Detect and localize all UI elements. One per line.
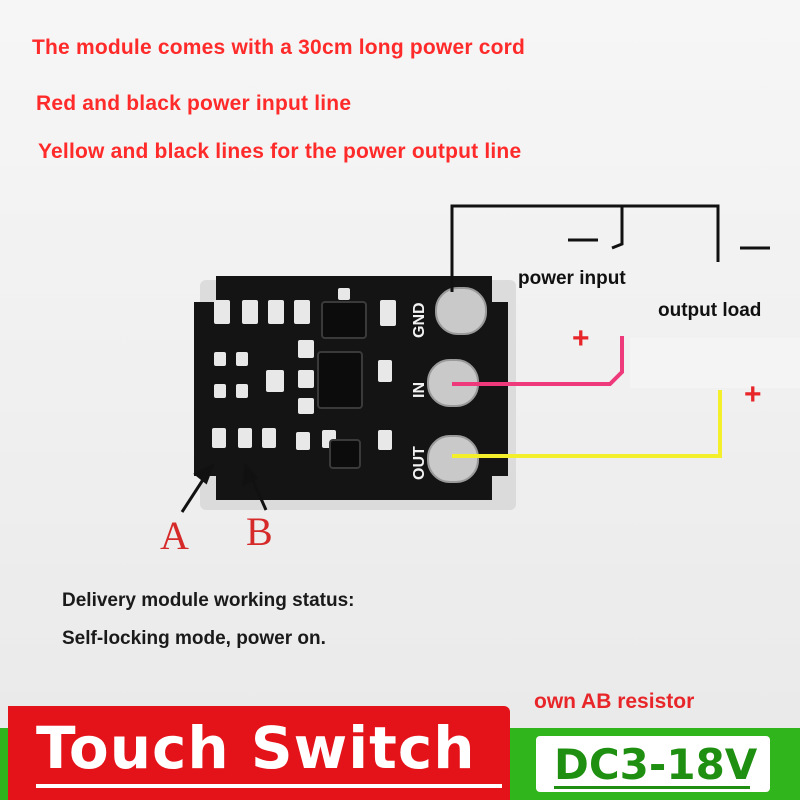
pointer-arrows [180,462,268,513]
note-line-2: Red and black power input line [36,92,352,115]
power-input-label: power input [518,268,626,289]
pad-label-out: OUT [411,446,428,480]
partial-note-line: own AB resistor [534,690,695,713]
voltage-underline [554,786,750,789]
resistor-label-a: A [160,513,189,558]
product-title: Touch Switch [36,714,476,782]
note-line-3: Yellow and black lines for the power out… [38,140,522,163]
status-heading: Delivery module working status: [62,590,355,611]
title-underline [36,784,502,788]
input-minus-sign: — [568,222,598,255]
label-cover [630,338,800,388]
note-line-1: The module comes with a 30cm long power … [32,36,526,59]
input-plus-sign: + [572,322,590,355]
voltage-label: DC3-18V [554,740,758,789]
ic-chips [317,301,367,469]
red-wire [452,336,624,386]
smd-components [212,288,396,450]
status-mode: Self-locking mode, power on. [62,628,326,649]
pad-label-in: IN [411,382,428,398]
yellow-wire [452,390,722,458]
output-plus-sign: + [744,378,762,411]
output-minus-sign: — [740,230,770,263]
output-load-label: output load [658,300,762,321]
black-wires [450,204,720,292]
pad-label-gnd: GND [411,302,428,338]
resistor-label-b: B [246,509,273,554]
voltage-badge [536,736,770,792]
